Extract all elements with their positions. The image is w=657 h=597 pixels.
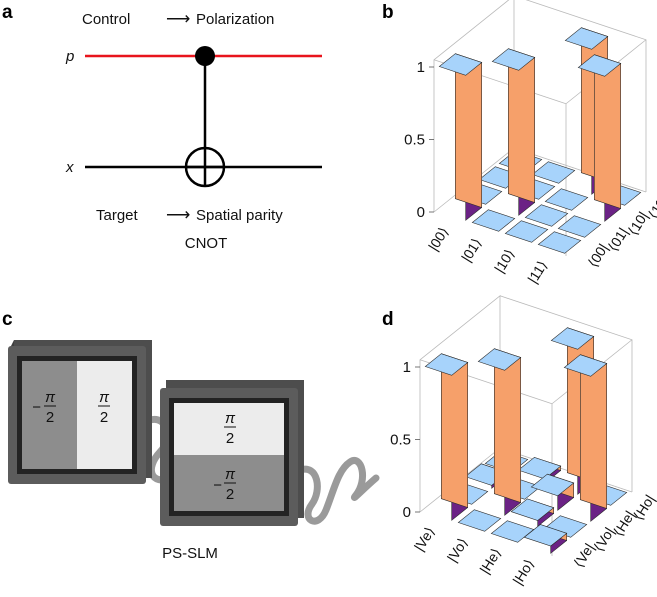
chart-b-z-tick-label: 0 xyxy=(417,204,425,221)
chart-d-bar-2-0 xyxy=(490,520,535,543)
chart-b-z-tick-label: 1 xyxy=(417,59,425,76)
chart-d-row-label: |Ve⟩ xyxy=(411,524,438,554)
panel-d: d 00.51|Ve⟩|Vo⟩|He⟩|Ho⟩⟨Ve|⟨Vo|⟨He|⟨Ho| xyxy=(382,294,657,588)
chart-b-row-label: |00⟩ xyxy=(425,224,452,253)
chart-d-z-tick-label: 0.5 xyxy=(390,432,411,449)
panel-label-c: c xyxy=(2,309,13,330)
panel-c: c − π 2 π 2 xyxy=(2,309,380,562)
wire-x-label: x xyxy=(65,159,74,176)
panel-label-b: b xyxy=(382,2,394,23)
panel-a: a Control ⟶ Polarization p x Target ⟶ Sp… xyxy=(2,2,322,252)
svg-text:2: 2 xyxy=(100,409,108,426)
target-arrow: ⟶ xyxy=(166,205,190,224)
chart-d-bar-3-0 xyxy=(523,524,568,554)
slm2-top-half xyxy=(174,403,284,455)
chart-b-row-label: |11⟩ xyxy=(524,258,550,287)
panel-b: b 00.51|00⟩|01⟩|10⟩|11⟩⟨00|⟨01|⟨10|⟨11| xyxy=(382,0,657,286)
bar-chart-b: 00.51|00⟩|01⟩|10⟩|11⟩⟨00|⟨01|⟨10|⟨11| xyxy=(404,0,657,286)
chart-d-row-label: |Vo⟩ xyxy=(444,535,471,565)
slm1-left-phase: − π 2 xyxy=(32,389,56,426)
bar-chart-d: 00.51|Ve⟩|Vo⟩|He⟩|Ho⟩⟨Ve|⟨Vo|⟨He|⟨Ho| xyxy=(390,294,657,588)
slm2-bottom-phase: − π 2 xyxy=(213,466,236,503)
slm1-left-half xyxy=(22,361,77,469)
target-target-label: Spatial parity xyxy=(196,207,283,224)
chart-d-z-tick-label: 1 xyxy=(403,359,411,376)
svg-text:2: 2 xyxy=(46,409,54,426)
chart-b-row-label: |10⟩ xyxy=(491,246,518,275)
chart-d-bar-0-0 xyxy=(424,353,469,521)
panel-label-d: d xyxy=(382,309,394,330)
slm2-cable xyxy=(296,457,380,525)
chart-b-bar-3-0 xyxy=(537,231,582,254)
slm-1: − π 2 π 2 xyxy=(8,340,152,484)
wire-p-label: p xyxy=(65,48,74,65)
target-label: Target xyxy=(96,207,139,224)
svg-text:−: − xyxy=(213,477,222,494)
chart-d-bar-1-1 xyxy=(477,348,522,516)
slm-2: π 2 − π 2 xyxy=(160,380,304,526)
slm2-top-phase: π 2 xyxy=(224,410,236,447)
ps-slm-caption: PS-SLM xyxy=(162,545,218,562)
chart-b-z-tick-label: 0.5 xyxy=(404,132,425,149)
chart-d-row-label: |He⟩ xyxy=(476,545,504,576)
chart-d-bar-2-2 xyxy=(530,473,575,511)
svg-text:π: π xyxy=(225,410,236,427)
chart-b-bar-2-2 xyxy=(544,188,589,211)
chart-b-bar-1-0 xyxy=(471,209,516,232)
chart-b-bar-2-1 xyxy=(524,204,569,227)
chart-d-bar-1-0 xyxy=(457,509,502,532)
chart-b-bar-3-2 xyxy=(577,54,622,222)
svg-text:2: 2 xyxy=(226,486,234,503)
chart-b-row-label: |01⟩ xyxy=(458,235,485,264)
chart-d-z-tick-label: 0 xyxy=(403,504,411,521)
svg-text:π: π xyxy=(225,466,236,483)
gate-name: CNOT xyxy=(185,235,228,252)
svg-text:−: − xyxy=(32,399,41,416)
svg-text:2: 2 xyxy=(226,430,234,447)
control-dot xyxy=(195,46,215,66)
chart-d-bar-3-2 xyxy=(563,354,608,522)
slm1-right-phase: π 2 xyxy=(98,389,110,426)
chart-b-bar-2-0 xyxy=(504,220,549,243)
chart-b-bar-0-0 xyxy=(438,53,483,221)
chart-d-row-label: |Ho⟩ xyxy=(509,556,537,587)
panel-label-a: a xyxy=(2,2,13,23)
control-target-label: Polarization xyxy=(196,11,274,28)
chart-b-bar-1-1 xyxy=(491,48,536,216)
chart-d-bar-2-1 xyxy=(510,498,555,527)
svg-text:π: π xyxy=(99,389,110,406)
chart-b-bar-1-3 xyxy=(531,161,576,184)
control-label: Control xyxy=(82,11,130,28)
chart-b-bar-3-1 xyxy=(557,215,602,238)
control-arrow: ⟶ xyxy=(166,9,190,28)
svg-text:π: π xyxy=(45,389,56,406)
slm1-right-half xyxy=(77,361,132,469)
